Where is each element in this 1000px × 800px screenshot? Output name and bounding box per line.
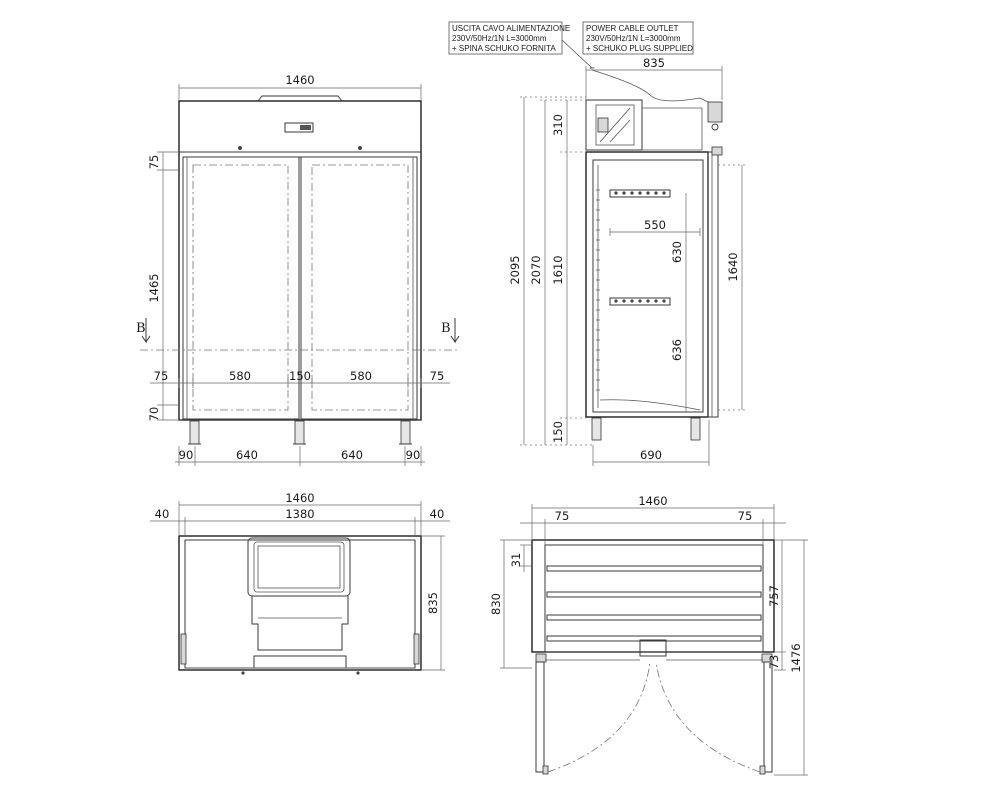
plan-shelf-1 [546, 565, 762, 572]
section-marker-right: B [441, 321, 451, 336]
top-hinge-right [413, 633, 420, 665]
dim-front-width: 1460 [285, 73, 314, 87]
control-buttons [300, 125, 311, 130]
dim-side-depth: 835 [643, 56, 665, 70]
foot-middle [294, 420, 305, 445]
dim-door-left: 580 [229, 369, 251, 383]
dim-plan-side-left: 75 [555, 509, 570, 523]
dim-top-side-right: 40 [430, 507, 445, 521]
dim-plan-door-gap: 73 [767, 655, 781, 670]
dim-plan-width: 1460 [638, 494, 667, 508]
top-compressor [247, 537, 351, 597]
note-en-line1: POWER CABLE OUTLET [586, 24, 679, 33]
dim-top-band: 75 [147, 155, 161, 170]
plan-cabinet-outline [531, 539, 775, 653]
dim-bottom-band: 70 [147, 407, 161, 422]
section-marker-left: B [136, 321, 146, 336]
side-foot-back [690, 417, 701, 441]
door-swing-left [547, 661, 651, 773]
dim-plan-overall-depth: 1476 [789, 643, 803, 672]
note-it-line1: USCITA CAVO ALIMENTAZIONE [452, 24, 570, 33]
note-box-italian [448, 21, 563, 55]
top-handle [257, 95, 343, 102]
door-window-right [311, 164, 409, 411]
dim-plan-top-offset: 31 [509, 553, 523, 568]
dim-feet-height: 150 [551, 421, 565, 443]
dim-plan-depth: 830 [489, 593, 503, 615]
dim-overall-height: 2095 [508, 255, 522, 284]
side-foot-front [591, 417, 602, 441]
dim-shelf-width: 550 [644, 218, 666, 232]
plan-center-lock [639, 639, 667, 657]
foot-right [400, 420, 411, 445]
shelf-lower [609, 297, 671, 306]
compressor-housing [585, 99, 643, 151]
note-it-line3: + SPINA SCHUKO FORNITA [452, 44, 556, 53]
note-box-english [582, 21, 694, 55]
front-door-right [300, 156, 418, 420]
dim-plan-side-right: 75 [738, 509, 753, 523]
power-cable [591, 69, 713, 105]
dim-foot-right-edge: 90 [406, 448, 421, 462]
dim-plan-inner-depth: 757 [767, 585, 781, 607]
dim-shelf-spacing-lower: 636 [670, 339, 684, 361]
front-door-left [182, 156, 300, 420]
cable-notes: USCITA CAVO ALIMENTAZIONE 230V/50Hz/1N L… [448, 21, 694, 69]
dim-top-inner-width: 1380 [285, 507, 314, 521]
top-view: 1460 1380 40 40 835 [150, 491, 450, 675]
front-view: B B 1460 75 1465 70 75 580 150 580 75 [136, 73, 460, 466]
side-cabinet-outline [585, 151, 709, 418]
dim-foot-span-right: 640 [341, 448, 363, 462]
top-hinge-left [180, 633, 187, 665]
plan-door-right [763, 661, 773, 773]
dim-top-unit: 310 [551, 114, 565, 136]
plan-door-left [535, 661, 545, 773]
dim-middle: 150 [289, 369, 311, 383]
dim-base-depth: 690 [640, 448, 662, 462]
side-view: 835 2095 2070 310 1610 150 550 630 636 1… [508, 56, 746, 466]
dim-foot-span-left: 640 [236, 448, 258, 462]
dim-door-height: 1640 [726, 252, 740, 281]
note-en-line3: + SCHUKO PLUG SUPPLIED [586, 44, 693, 53]
dim-top-width: 1460 [285, 491, 314, 505]
top-cabinet-outline [178, 535, 422, 671]
dim-shelf-spacing-upper: 630 [670, 241, 684, 263]
plug-connector [707, 101, 723, 123]
plan-shelf-4 [546, 635, 762, 642]
dim-cabinet-height: 1465 [147, 273, 161, 302]
door-swing-right [655, 661, 761, 773]
note-en-line2: 230V/50Hz/1N L=3000mm [586, 34, 681, 43]
dim-door-right: 580 [350, 369, 372, 383]
door-window-left [192, 164, 289, 411]
dim-side-left: 75 [154, 369, 169, 383]
plan-view: 1460 75 75 830 31 757 73 1476 [489, 494, 808, 776]
foot-left [189, 420, 200, 445]
dim-top-depth: 835 [426, 592, 440, 614]
dim-top-side-left: 40 [155, 507, 170, 521]
note-it-line2: 230V/50Hz/1N L=3000mm [452, 34, 547, 43]
side-door [707, 151, 719, 418]
dim-side-right: 75 [430, 369, 445, 383]
plan-shelf-2 [546, 591, 762, 598]
dim-interior-height: 1610 [551, 255, 565, 284]
dim-foot-left-edge: 90 [179, 448, 194, 462]
shelf-upper [609, 189, 671, 198]
plan-shelf-3 [546, 614, 762, 621]
dim-cabinet-height-side: 2070 [529, 255, 543, 284]
control-display [284, 122, 314, 133]
